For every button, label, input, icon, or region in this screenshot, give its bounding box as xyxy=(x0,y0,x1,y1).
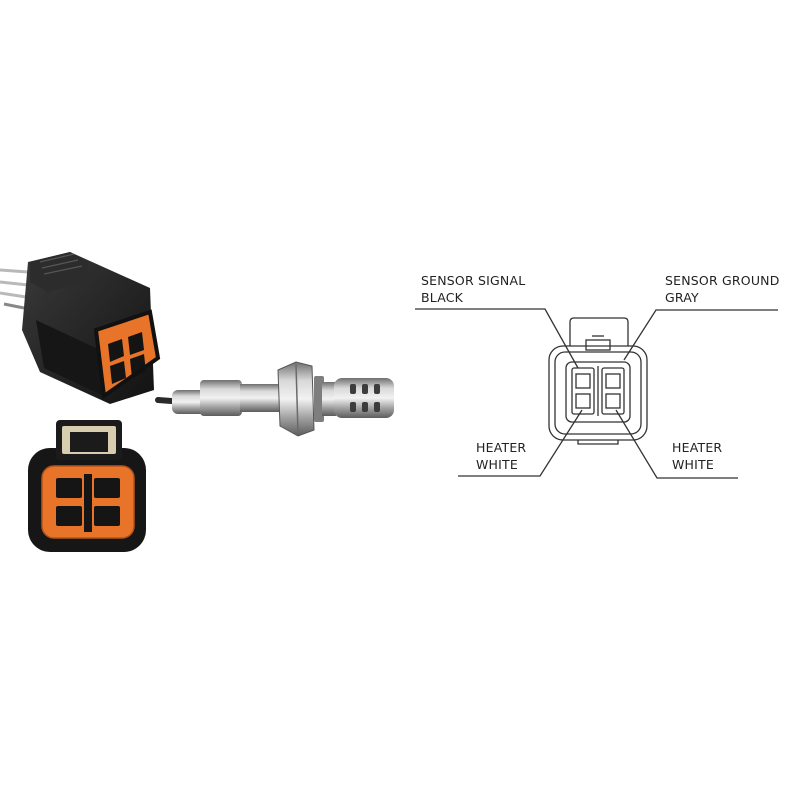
label-sensor-ground: SENSOR GROUND xyxy=(665,273,780,288)
pinout-diagram xyxy=(415,308,778,479)
connector-side-view xyxy=(0,252,161,404)
label-heater-left-color: WHITE xyxy=(476,457,518,472)
leader-heater-right xyxy=(615,409,738,479)
label-sensor-ground-color: GRAY xyxy=(665,290,699,305)
connector-latch xyxy=(30,252,88,292)
label-heater-right-color: WHITE xyxy=(672,457,714,472)
pinout-latch xyxy=(569,317,629,346)
label-sensor-signal: SENSOR SIGNAL xyxy=(421,273,525,288)
label-heater-left: HEATER xyxy=(476,440,526,455)
leader-sensor-ground xyxy=(623,309,778,361)
leader-heater-left xyxy=(458,409,583,477)
leader-sensor-signal xyxy=(415,308,579,369)
pinout-housing-outer xyxy=(548,345,648,441)
oxygen-sensor xyxy=(155,361,394,437)
sensor-hex-nut xyxy=(277,361,315,437)
pinout-cavity-left xyxy=(571,367,595,415)
label-heater-right: HEATER xyxy=(672,440,722,455)
pinout-cavity-right xyxy=(601,367,625,415)
label-sensor-signal-color: BLACK xyxy=(421,290,464,305)
connector-front-view xyxy=(28,420,146,552)
connector-wires xyxy=(0,268,29,310)
